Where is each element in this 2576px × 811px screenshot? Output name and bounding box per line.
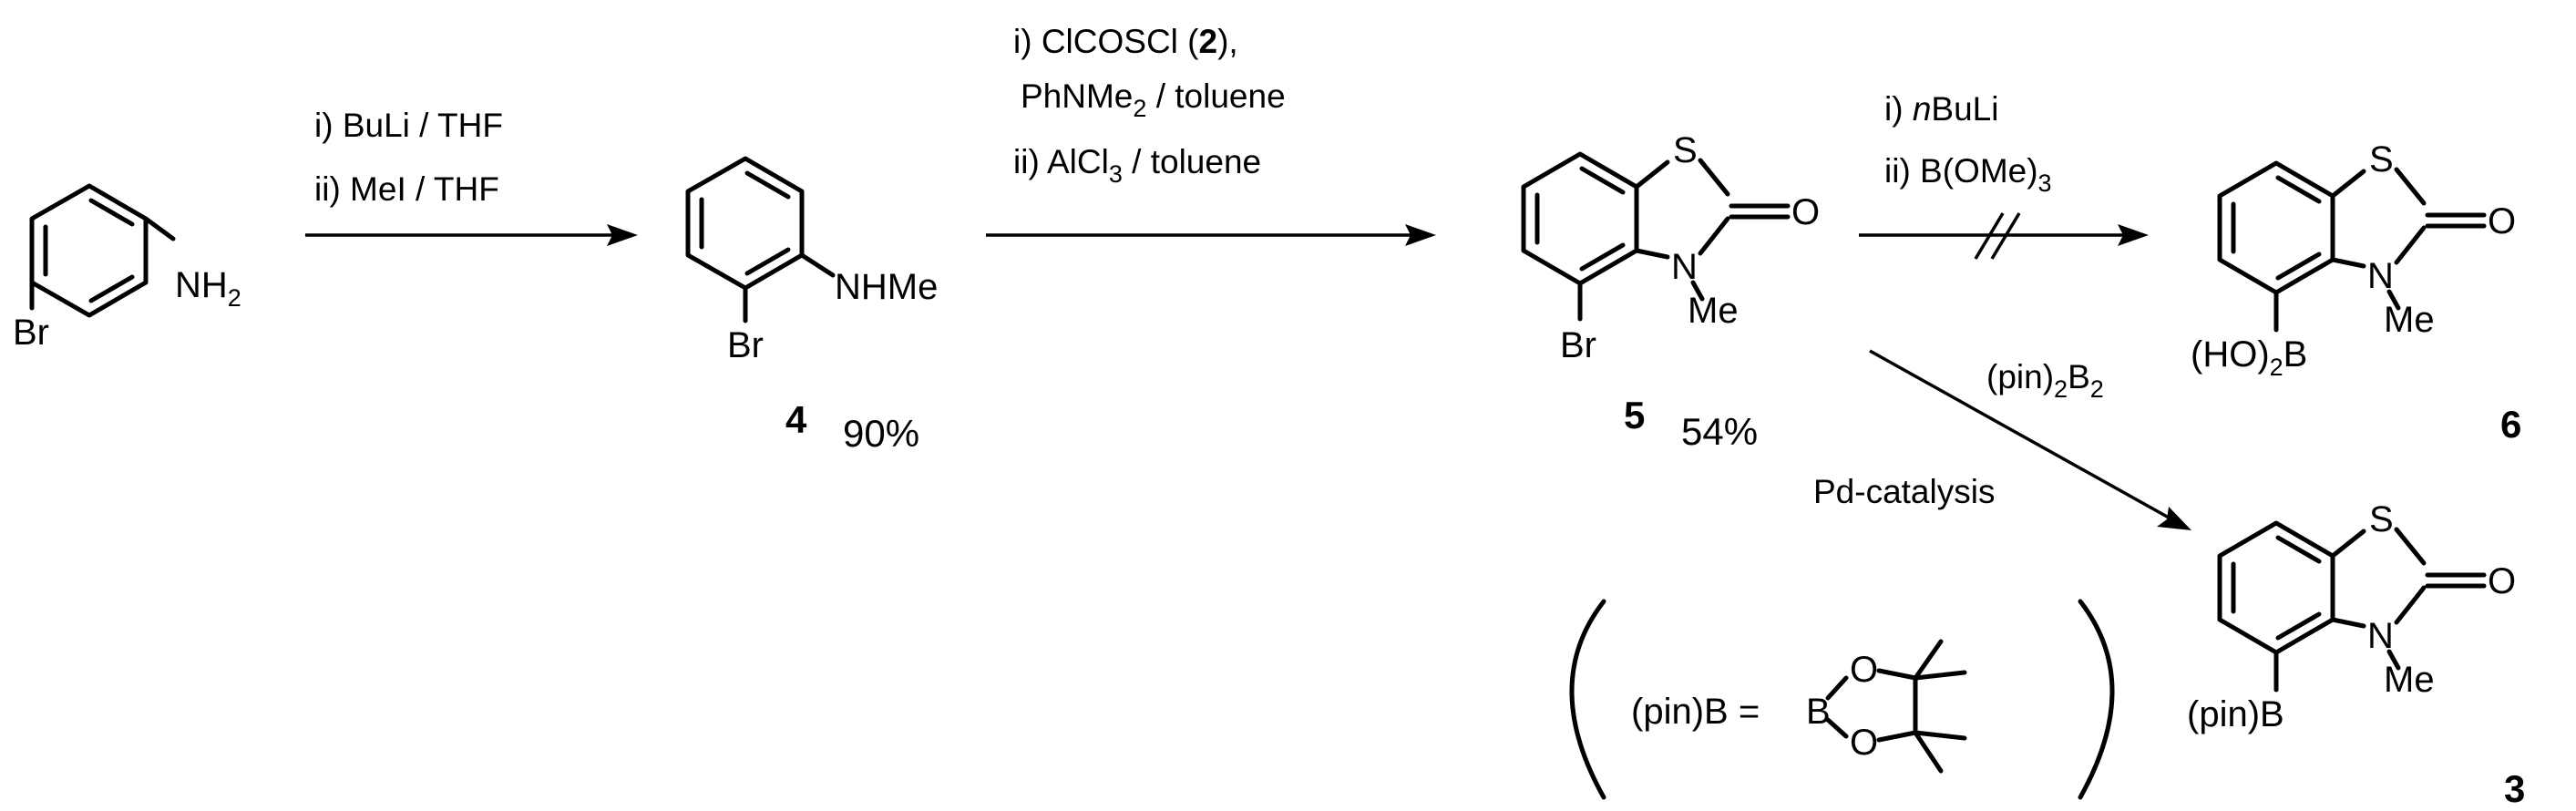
o-label: O bbox=[2488, 201, 2516, 241]
n-label: N bbox=[1671, 247, 1698, 287]
structure-compound-4: NHMe Br 4 90% bbox=[685, 156, 938, 455]
reaction-arrow-4 bbox=[1869, 349, 2170, 519]
nhme-label: NHMe bbox=[835, 267, 938, 307]
n-label: N bbox=[2367, 616, 2394, 656]
structure-compound-3: S O N Me (pin)B 3 bbox=[2187, 499, 2525, 810]
me-label: Me bbox=[2384, 300, 2435, 340]
boronic-acid-label: (HO)2B bbox=[2191, 334, 2307, 381]
structure-compound-6: S O N Me (HO)2B 6 bbox=[2191, 139, 2521, 446]
step2-line2: PhNMe2 / toluene bbox=[1021, 77, 1286, 122]
n-label: N bbox=[2367, 256, 2394, 296]
me-label: Me bbox=[2384, 660, 2435, 700]
pin-b-definition-label: (pin)B = bbox=[1631, 692, 1760, 732]
s-label: S bbox=[1673, 130, 1698, 170]
benzene-ring bbox=[2217, 160, 2335, 295]
right-parenthesis bbox=[2078, 599, 2115, 800]
step-3: i) nBuLi ii) B(OMe)3 bbox=[1859, 90, 2149, 260]
oxygen-label-top: O bbox=[1850, 650, 1878, 690]
step4-reagent: (pin)2B2 bbox=[1986, 358, 2104, 403]
benzene-ring bbox=[2217, 520, 2335, 655]
benzene-ring bbox=[29, 183, 149, 318]
benzene-ring bbox=[1521, 151, 1639, 286]
pin-definition-note: (pin)B = B O O bbox=[1569, 599, 2115, 800]
step1-line1: i) BuLi / THF bbox=[314, 107, 503, 144]
s-label: S bbox=[2369, 499, 2394, 539]
step-2: i) ClCOSCl (2), PhNMe2 / toluene ii) AlC… bbox=[986, 23, 1436, 246]
step2-line1: i) ClCOSCl (2), bbox=[1013, 23, 1238, 60]
yield-5: 54% bbox=[1681, 410, 1758, 453]
br-label: Br bbox=[1560, 325, 1596, 365]
svg-text:NH2: NH2 bbox=[175, 265, 241, 312]
step-4: (pin)2B2 Pd-catalysis bbox=[1813, 349, 2191, 530]
step3-line2: ii) B(OMe)3 bbox=[1884, 152, 2052, 197]
structure-compound-5: S O N Me Br 5 54% bbox=[1521, 130, 1820, 453]
o-label: O bbox=[1791, 192, 1820, 232]
me-label: Me bbox=[1688, 291, 1739, 331]
step2-line3: ii) AlCl3 / toluene bbox=[1013, 143, 1261, 188]
s-label: S bbox=[2369, 139, 2394, 180]
structure-2-bromoaniline: NH2 Br bbox=[13, 183, 241, 353]
br-label: Br bbox=[13, 313, 49, 353]
compound-label-6: 6 bbox=[2500, 403, 2521, 446]
oxygen-label-bottom: O bbox=[1850, 723, 1878, 763]
compound-label-3: 3 bbox=[2504, 767, 2525, 810]
yield-4: 90% bbox=[843, 412, 919, 455]
compound-label-4: 4 bbox=[785, 398, 807, 441]
br-label: Br bbox=[727, 325, 764, 365]
step3-line1: i) nBuLi bbox=[1884, 90, 1998, 128]
compound-label-5: 5 bbox=[1624, 394, 1645, 436]
left-parenthesis bbox=[1569, 599, 1606, 800]
no-reaction-mark bbox=[1974, 212, 2005, 260]
step-1: i) BuLi / THF ii) MeI / THF bbox=[305, 107, 638, 246]
step4-catalysis: Pd-catalysis bbox=[1813, 473, 1995, 510]
step1-line2: ii) MeI / THF bbox=[314, 170, 499, 208]
pin-boronate-label: (pin)B bbox=[2187, 694, 2284, 734]
nh2-label: NH bbox=[175, 265, 228, 305]
benzene-ring bbox=[685, 156, 805, 291]
o-label: O bbox=[2488, 561, 2516, 601]
